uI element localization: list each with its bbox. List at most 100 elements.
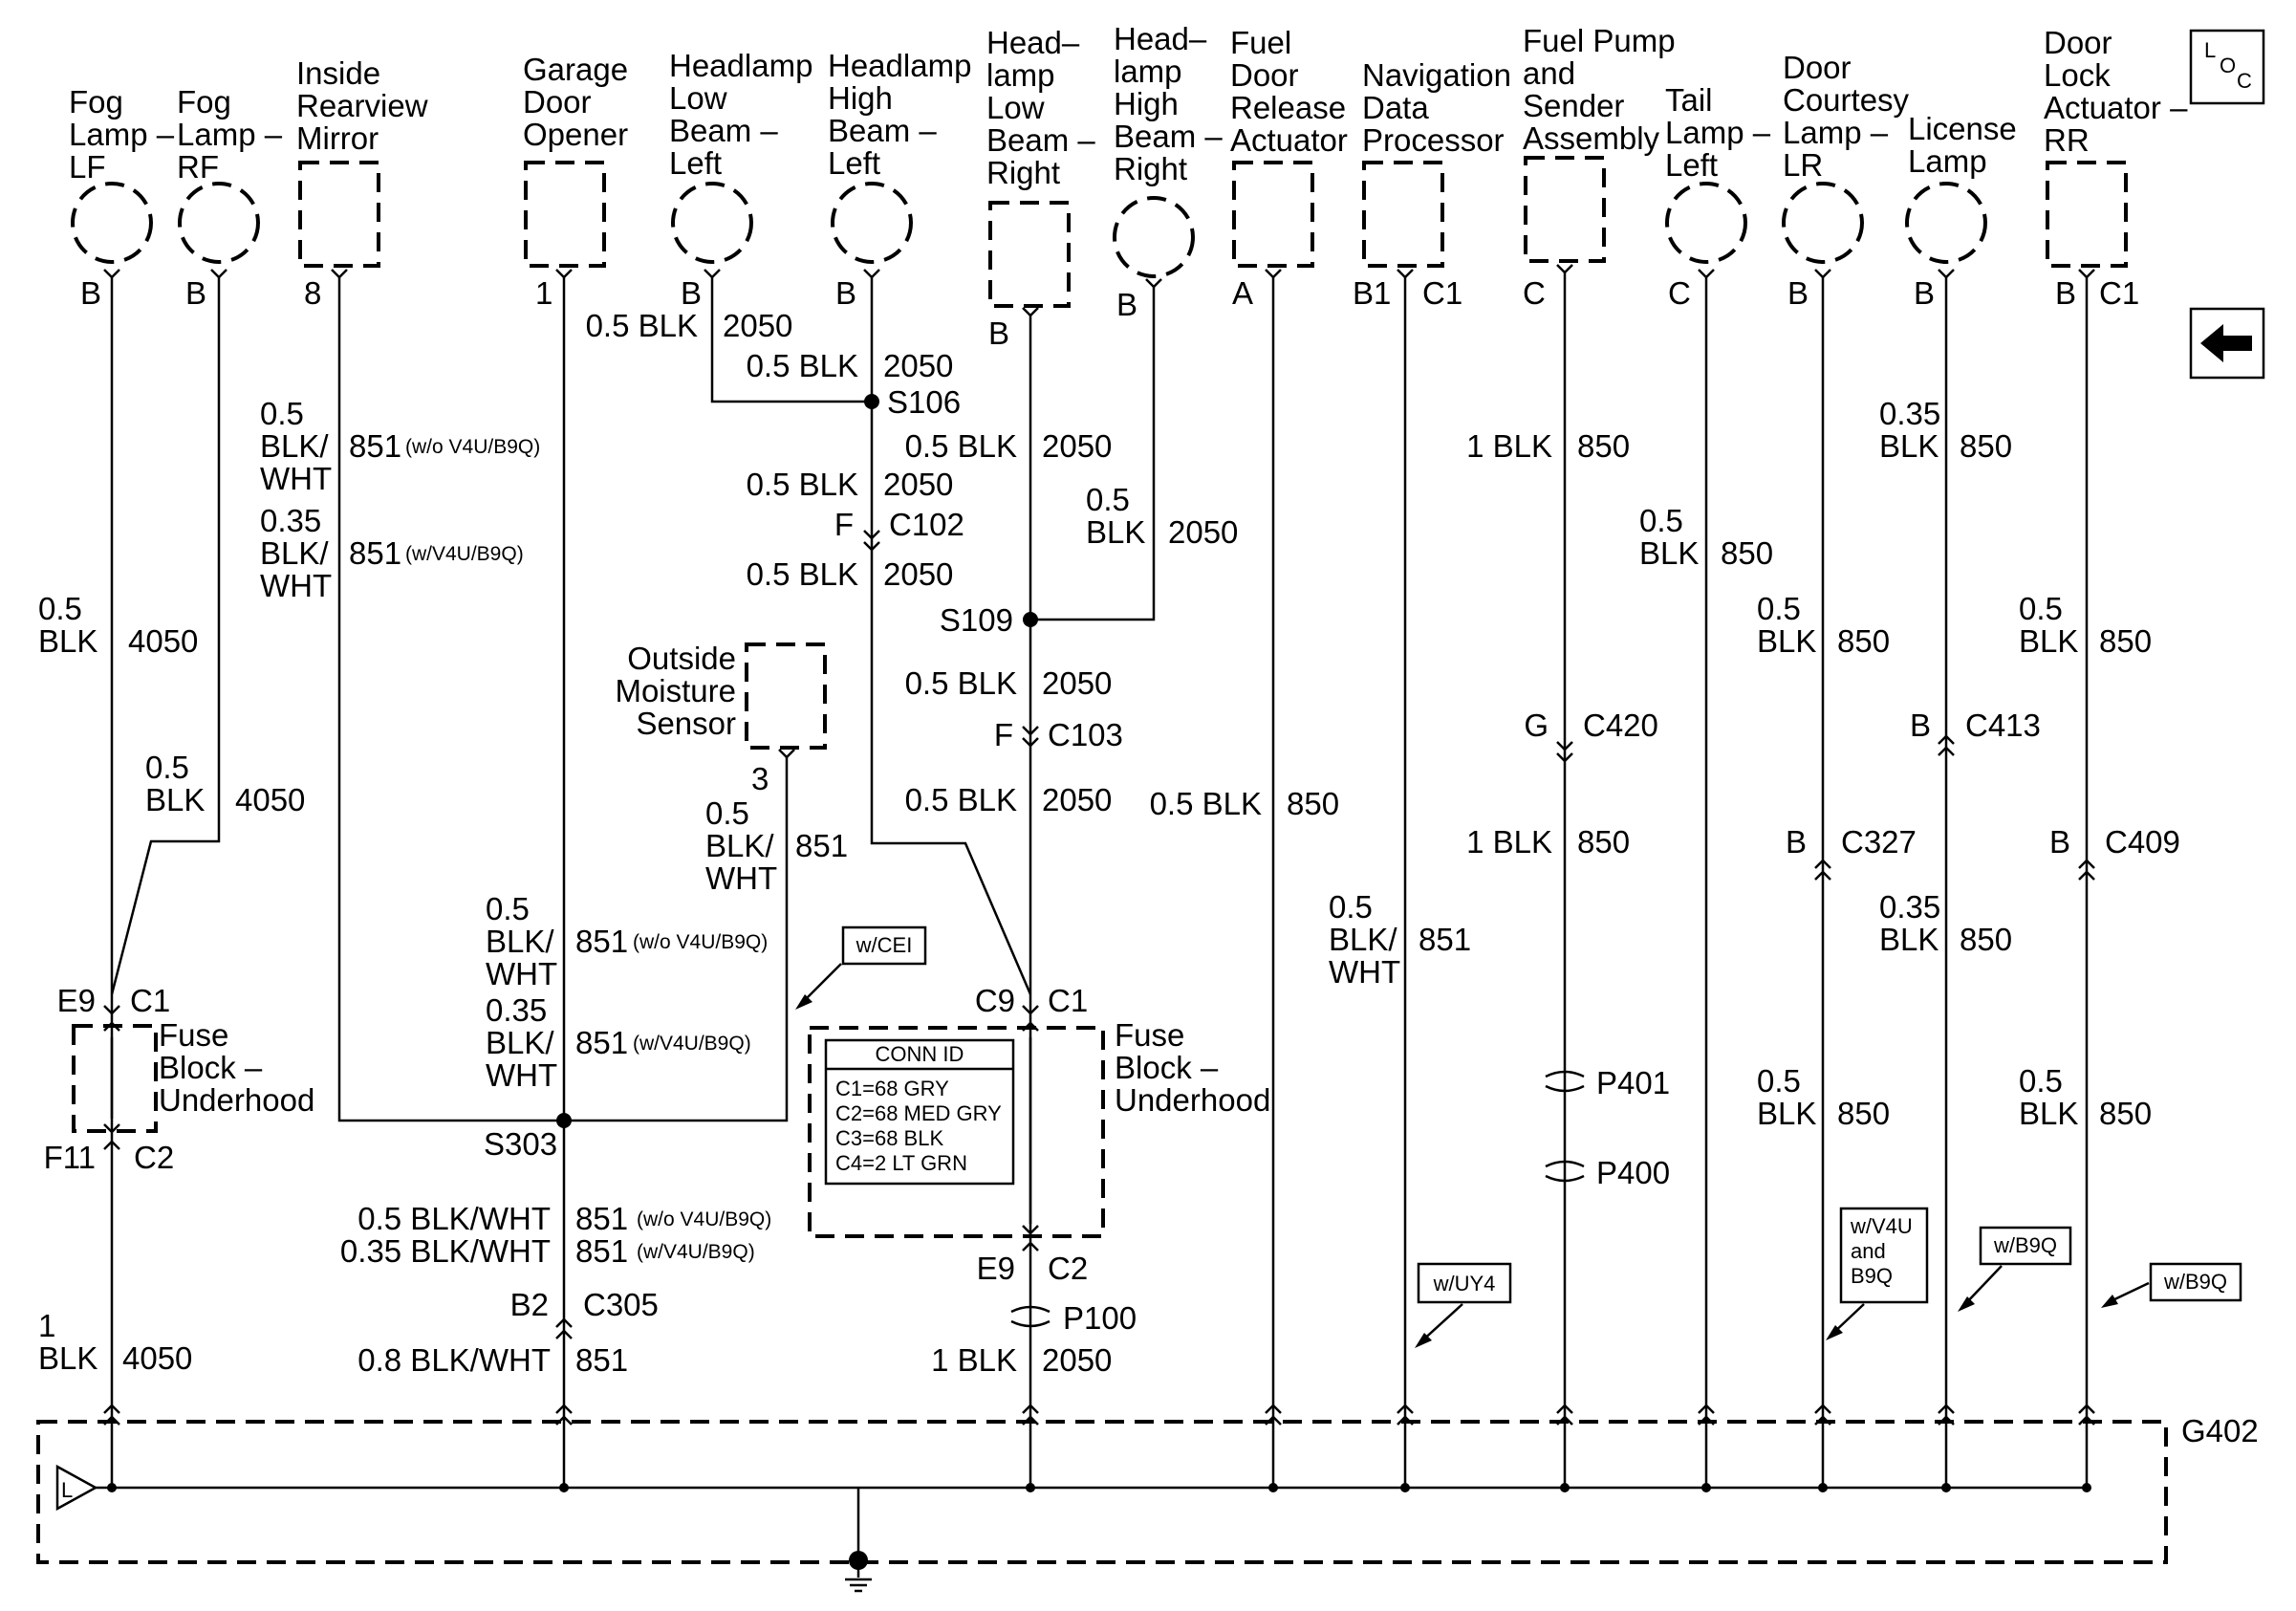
fog-lamp-rf-symbol <box>178 182 260 264</box>
svg-text:851: 851 <box>575 924 628 959</box>
back-arrow-icon[interactable] <box>2189 307 2265 380</box>
splice-dots <box>107 394 2091 1492</box>
svg-text:0.5 BLK: 0.5 BLK <box>747 348 858 383</box>
connector-labels: S106 S109 S303 F C102 F C103 G C420 B C4… <box>44 384 2259 1448</box>
conn-id-title: CONN ID <box>876 1042 964 1066</box>
hl-low-left-symbol <box>671 182 753 264</box>
option-tag-uy4: w/UY4 <box>1415 1262 1512 1348</box>
svg-text:BLK/: BLK/ <box>260 535 329 571</box>
svg-text:C103: C103 <box>1048 717 1123 752</box>
svg-text:850: 850 <box>1837 623 1890 659</box>
svg-text:(w/o V4U/B9Q): (w/o V4U/B9Q) <box>405 436 540 458</box>
fuse-block-left <box>72 1024 158 1133</box>
svg-text:B: B <box>1116 287 1137 322</box>
svg-text:3: 3 <box>751 761 769 796</box>
svg-text:B: B <box>835 275 856 311</box>
svg-text:B2: B2 <box>510 1287 549 1322</box>
mirror-symbol <box>298 161 380 268</box>
svg-text:0.35: 0.35 <box>260 503 321 538</box>
fuel-door-symbol <box>1232 161 1314 268</box>
option-tag-cei: w/CEI <box>795 925 927 1010</box>
svg-text:BLK: BLK <box>38 1340 97 1376</box>
svg-text:B: B <box>185 275 206 311</box>
moisture-symbol <box>745 642 827 750</box>
svg-text:1 BLK: 1 BLK <box>1466 824 1552 860</box>
fog-lamp-lf-symbol <box>71 182 153 264</box>
svg-text:C2: C2 <box>1048 1251 1088 1286</box>
svg-text:F: F <box>994 717 1013 752</box>
pin-labels: B B 8 1 B B B B A B1 C1 C C B B B C1 3 <box>80 275 2139 796</box>
ground-symbol-icon <box>845 1551 872 1593</box>
option-tag-b9q-1: w/B9Q <box>1958 1226 2072 1312</box>
svg-text:1 BLK: 1 BLK <box>931 1342 1017 1378</box>
loc-icon[interactable]: L O C <box>2189 29 2265 105</box>
svg-text:B: B <box>1910 708 1931 743</box>
fuse-block-mid <box>808 1026 1105 1238</box>
svg-text:850: 850 <box>1960 428 2012 464</box>
loc-l: L <box>2204 38 2216 62</box>
svg-text:w/B9Q: w/B9Q <box>2163 1270 2227 1294</box>
svg-text:851: 851 <box>795 828 848 863</box>
svg-text:S109: S109 <box>940 602 1013 638</box>
svg-text:BLK/: BLK/ <box>486 924 554 959</box>
hl-low-right-symbol <box>988 201 1071 308</box>
svg-text:B: B <box>80 275 101 311</box>
svg-text:w/CEI: w/CEI <box>856 933 913 957</box>
svg-text:0.5: 0.5 <box>1639 503 1683 538</box>
svg-text:0.35: 0.35 <box>486 992 547 1028</box>
svg-text:WHT: WHT <box>486 1057 557 1093</box>
svg-text:851: 851 <box>575 1233 628 1269</box>
svg-text:B: B <box>1786 824 1807 860</box>
svg-text:C1: C1 <box>2099 275 2139 311</box>
svg-text:WHT: WHT <box>705 860 777 896</box>
svg-text:C1: C1 <box>1422 275 1462 311</box>
svg-text:BLK: BLK <box>145 782 205 817</box>
svg-text:0.5: 0.5 <box>1757 591 1801 626</box>
svg-text:C327: C327 <box>1841 824 1917 860</box>
conn-id-lines: C1=68 GRY C2=68 MED GRY C3=68 BLK C4=2 L… <box>835 1077 1007 1175</box>
svg-text:0.5: 0.5 <box>1757 1063 1801 1099</box>
option-tag-v4u-b9q: w/V4U and B9Q <box>1826 1207 1929 1340</box>
svg-text:P100: P100 <box>1063 1300 1137 1336</box>
wires <box>96 272 2089 1578</box>
svg-text:B: B <box>1787 275 1809 311</box>
svg-text:(w/o V4U/B9Q): (w/o V4U/B9Q) <box>637 1208 771 1230</box>
door-lock-symbol <box>2046 161 2128 268</box>
svg-text:0.5 BLK: 0.5 BLK <box>905 782 1017 817</box>
svg-text:0.5: 0.5 <box>2019 591 2063 626</box>
svg-text:850: 850 <box>1287 786 1339 821</box>
svg-text:G402: G402 <box>2181 1413 2259 1448</box>
svg-text:P401: P401 <box>1596 1065 1670 1100</box>
svg-text:C: C <box>1523 275 1546 311</box>
svg-text:850: 850 <box>2099 623 2152 659</box>
svg-text:2050: 2050 <box>883 467 953 502</box>
svg-text:851: 851 <box>349 428 401 464</box>
svg-text:BLK: BLK <box>1879 428 1939 464</box>
svg-text:4050: 4050 <box>235 782 305 817</box>
svg-text:0.5 BLK: 0.5 BLK <box>1150 786 1262 821</box>
svg-text:C413: C413 <box>1965 708 2041 743</box>
svg-text:2050: 2050 <box>1168 514 1238 550</box>
garage-symbol <box>524 161 606 268</box>
svg-text:BLK: BLK <box>2019 623 2078 659</box>
svg-text:B: B <box>2049 824 2070 860</box>
svg-text:850: 850 <box>1960 922 2012 957</box>
svg-text:1: 1 <box>535 275 552 311</box>
svg-text:850: 850 <box>1721 535 1773 571</box>
svg-text:w/UY4: w/UY4 <box>1433 1272 1496 1295</box>
svg-text:BLK: BLK <box>1757 1096 1816 1131</box>
option-tag-b9q-2: w/B9Q <box>2101 1262 2242 1308</box>
svg-text:0.5: 0.5 <box>145 750 189 785</box>
svg-text:0.5 BLK: 0.5 BLK <box>905 665 1017 701</box>
svg-text:851: 851 <box>575 1025 628 1060</box>
